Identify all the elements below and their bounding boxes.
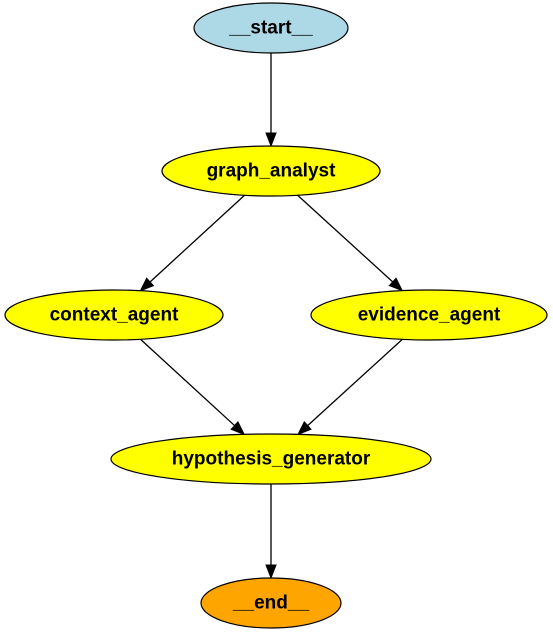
node-end-label: __end__ <box>232 593 309 614</box>
node-evidence-agent-label: evidence_agent <box>358 305 501 326</box>
edges-layer <box>139 53 404 580</box>
arrowhead <box>265 132 277 148</box>
node-end: __end__ <box>200 577 342 629</box>
edge-line <box>307 338 403 427</box>
edge-start-to-graph-analyst <box>265 53 277 148</box>
node-hypothesis-generator: hypothesis_generator <box>110 433 432 485</box>
arrowhead <box>230 421 246 436</box>
arrowhead <box>265 564 277 580</box>
nodes-layer: __start__ graph_analyst context_agent ev… <box>4 2 548 629</box>
node-hypothesis-generator-label: hypothesis_generator <box>172 449 371 470</box>
node-evidence-agent-shape <box>310 289 548 341</box>
node-start-label: __start__ <box>228 18 313 39</box>
node-context-agent-label: context_agent <box>50 305 179 326</box>
node-start: __start__ <box>193 2 349 54</box>
node-graph-analyst-shape <box>161 145 381 197</box>
edge-graph-analyst-to-context-agent <box>139 194 245 292</box>
node-start-shape <box>193 2 349 54</box>
node-context-agent: context_agent <box>4 289 224 341</box>
arrowhead <box>297 421 312 436</box>
node-hypothesis-generator-shape <box>110 433 432 485</box>
edge-line <box>149 194 245 283</box>
edge-context-agent-to-hypothesis-generator <box>140 338 246 436</box>
node-graph-analyst: graph_analyst <box>161 145 381 197</box>
node-evidence-agent: evidence_agent <box>310 289 548 341</box>
edge-line <box>297 194 394 283</box>
node-context-agent-shape <box>4 289 224 341</box>
edge-line <box>140 338 235 427</box>
edge-graph-analyst-to-evidence-agent <box>297 194 404 292</box>
arrowhead <box>139 277 155 292</box>
node-graph-analyst-label: graph_analyst <box>207 161 336 182</box>
node-end-shape <box>200 577 342 629</box>
edge-hypothesis-generator-to-end <box>265 484 277 580</box>
arrowhead <box>388 277 404 292</box>
edge-evidence-agent-to-hypothesis-generator <box>297 338 403 436</box>
